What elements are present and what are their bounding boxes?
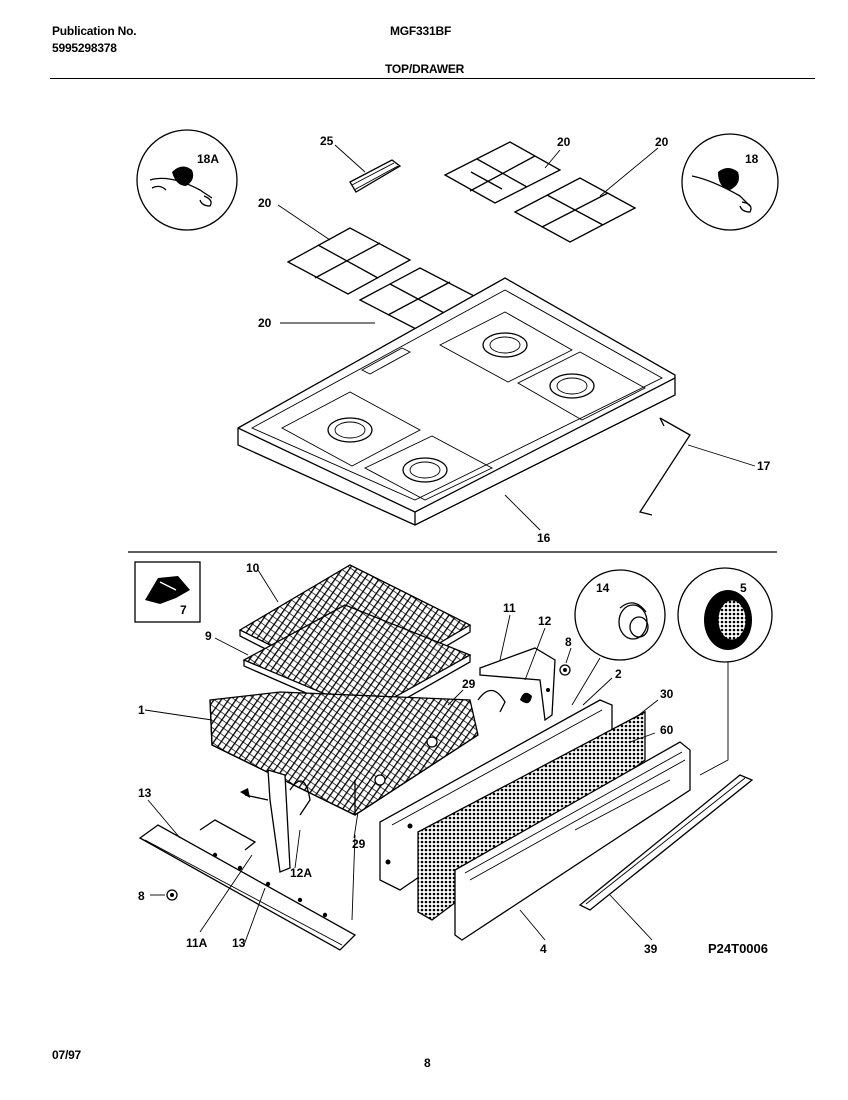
cooktop-16 xyxy=(237,277,676,526)
callout-16: 16 xyxy=(537,531,551,545)
drawer-tray-1 xyxy=(144,689,479,816)
callout-14: 14 xyxy=(596,581,610,595)
callout-8-lower: 8 xyxy=(138,889,145,903)
publication-label: Publication No. xyxy=(52,24,137,38)
callout-2: 2 xyxy=(615,667,622,681)
part-25-bracket xyxy=(334,144,402,193)
grate-top-right-b xyxy=(513,177,637,243)
callout-18A: 18A xyxy=(197,152,219,166)
grate-top-right-a xyxy=(443,141,562,204)
callout-17: 17 xyxy=(757,459,771,473)
callout-12: 12 xyxy=(538,614,552,628)
callout-29-upper: 29 xyxy=(462,677,476,691)
footer-date: 07/97 xyxy=(52,1048,82,1062)
part-17-rod xyxy=(638,417,756,516)
callout-12A: 12A xyxy=(290,866,312,880)
detail-circle-18A xyxy=(136,129,238,231)
section-title: TOP/DRAWER xyxy=(385,62,465,76)
callout-4: 4 xyxy=(540,942,547,956)
callout-25: 25 xyxy=(320,134,334,148)
callout-60: 60 xyxy=(660,723,674,737)
callout-29-lower: 29 xyxy=(352,837,366,851)
detail-box-7 xyxy=(134,561,201,623)
part-12A-bracket xyxy=(240,769,356,921)
callout-30: 30 xyxy=(660,687,674,701)
callout-20-grate-d: 20 xyxy=(258,316,272,330)
callout-9: 9 xyxy=(205,629,212,643)
callout-7: 7 xyxy=(180,603,187,617)
callout-11: 11 xyxy=(503,601,516,615)
callout-18: 18 xyxy=(745,152,759,166)
slide-rail-13 xyxy=(138,799,357,951)
callout-5: 5 xyxy=(740,581,747,595)
callout-20-grate-a: 20 xyxy=(557,135,571,149)
handle-39 xyxy=(578,774,754,941)
diagram-code: P24T0006 xyxy=(708,941,768,956)
model-number: MGF331BF xyxy=(390,24,452,38)
detail-circle-5 xyxy=(677,567,773,776)
detail-circle-18 xyxy=(681,133,779,231)
callout-13-lower: 13 xyxy=(232,936,246,950)
nut-8 xyxy=(150,889,178,901)
drawer-front-4 xyxy=(454,741,691,941)
callout-39: 39 xyxy=(644,942,658,956)
callout-20-grate-c: 20 xyxy=(258,196,272,210)
publication-number: 5995298378 xyxy=(52,41,117,55)
detail-circle-14 xyxy=(571,569,666,706)
callout-20-grate-b: 20 xyxy=(655,135,669,149)
header-rule xyxy=(50,78,815,79)
footer-page-number: 8 xyxy=(424,1056,431,1070)
callout-10: 10 xyxy=(246,561,260,575)
callout-13-upper: 13 xyxy=(138,786,152,800)
callout-8-upper: 8 xyxy=(565,635,572,649)
callout-1: 1 xyxy=(138,703,145,717)
callout-11A: 11A xyxy=(186,936,208,950)
part-11-12-bracket xyxy=(477,614,572,722)
